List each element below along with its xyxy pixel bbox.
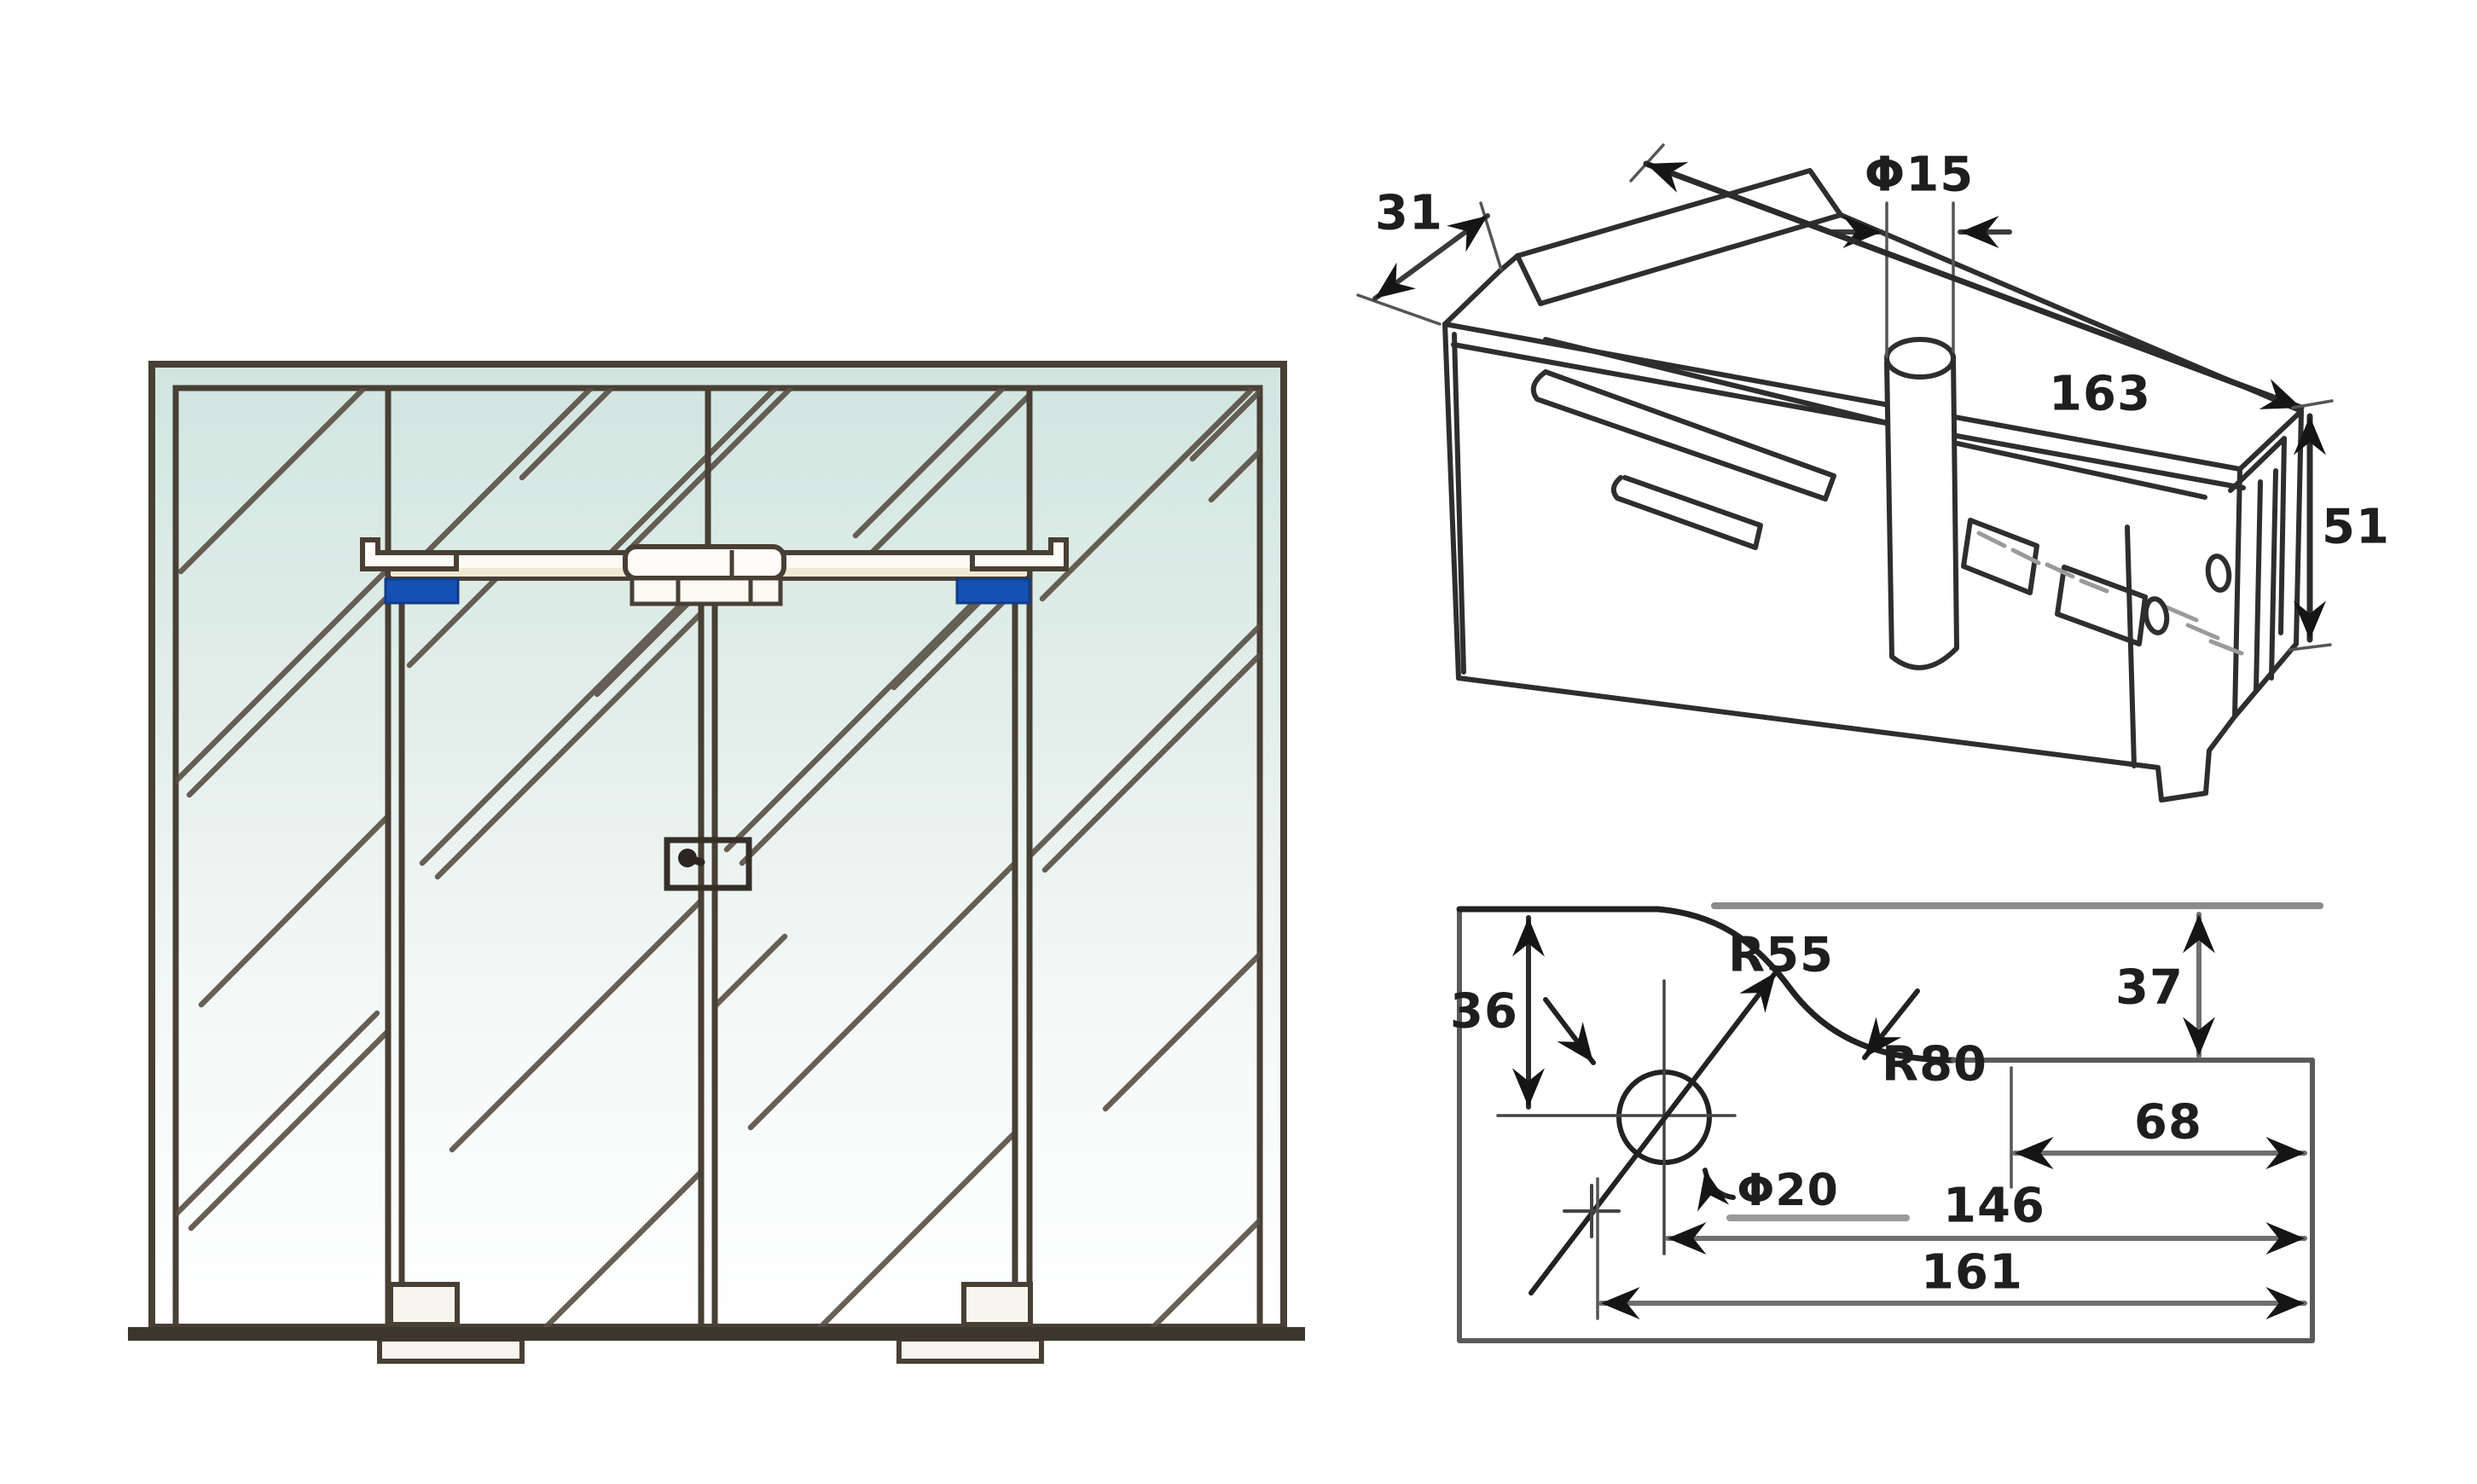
- inner-frame: [172, 385, 1263, 1327]
- overpanel-fitting-left: [360, 537, 459, 571]
- iso-socket-2: [2055, 565, 2148, 646]
- dim-label-31: 31: [1375, 185, 1443, 241]
- bottom-fitting-left: [388, 1282, 460, 1327]
- iso-closer-arm: [1530, 369, 1836, 550]
- patch-fitting-blue-right: [955, 577, 1031, 605]
- floor-socket-left: [377, 1336, 525, 1364]
- pivot-axis-arrow: [1529, 970, 1778, 1296]
- transom-closer: [623, 544, 786, 606]
- glass-reflections-right-panel: [1030, 388, 1260, 1327]
- bottom-patch-fittings: [377, 1282, 1044, 1364]
- iso-dimensions: [1356, 143, 2334, 652]
- frame-verticals: [385, 388, 1033, 1327]
- patch-fitting-profile-view: [1456, 902, 2323, 1343]
- dim-label-r80: R80: [1881, 1036, 1988, 1093]
- dim-line-31: [1372, 213, 1490, 301]
- screw-hole-2: [2205, 554, 2232, 593]
- dim-label-phi15: Φ15: [1864, 147, 1975, 203]
- dim-label-163: 163: [2049, 366, 2151, 422]
- patch-fitting-blue-left: [384, 577, 460, 605]
- glass-reflections-right-door: [715, 578, 1015, 1327]
- glass-door-illustration: [128, 361, 1305, 1364]
- iso-end-face: [2232, 409, 2304, 719]
- pivot-pointer-arrow: [1543, 997, 1596, 1065]
- screw-hole-1: [2143, 596, 2170, 635]
- dim-label-68: 68: [2134, 1094, 2202, 1151]
- dim-label-161: 161: [1921, 1244, 2023, 1301]
- iso-socket-1: [1961, 518, 2039, 595]
- floor-socket-right: [896, 1336, 1044, 1364]
- dim-label-r55: R55: [1727, 927, 1835, 983]
- iso-pivot-pin: [1884, 337, 1959, 670]
- dim-label-146: 146: [1943, 1178, 2045, 1234]
- iso-back-plate: [1515, 168, 1843, 306]
- patch-fitting-isometric-view: [1356, 143, 2334, 803]
- iso-bottom-edge: [1456, 675, 2237, 803]
- dim-label-36: 36: [1450, 983, 1518, 1040]
- overpanel-fitting-right: [970, 537, 1069, 571]
- profile-dimensions: [1512, 912, 2307, 1320]
- bottom-fitting-right: [961, 1282, 1033, 1327]
- dim-line-163: [1643, 160, 2305, 411]
- phi20-leader: [1697, 1168, 1736, 1212]
- dim-label-phi20: Φ20: [1737, 1165, 1839, 1216]
- dim-label-37: 37: [2115, 959, 2184, 1016]
- glass-reflections-left-panel: [176, 388, 388, 1232]
- glass-reflections-left-door: [406, 578, 701, 1327]
- door-lock: [664, 837, 752, 891]
- dim-label-51: 51: [2322, 499, 2390, 555]
- profile-outline-box: [1457, 907, 2315, 1343]
- r80-leader: [1862, 988, 1920, 1060]
